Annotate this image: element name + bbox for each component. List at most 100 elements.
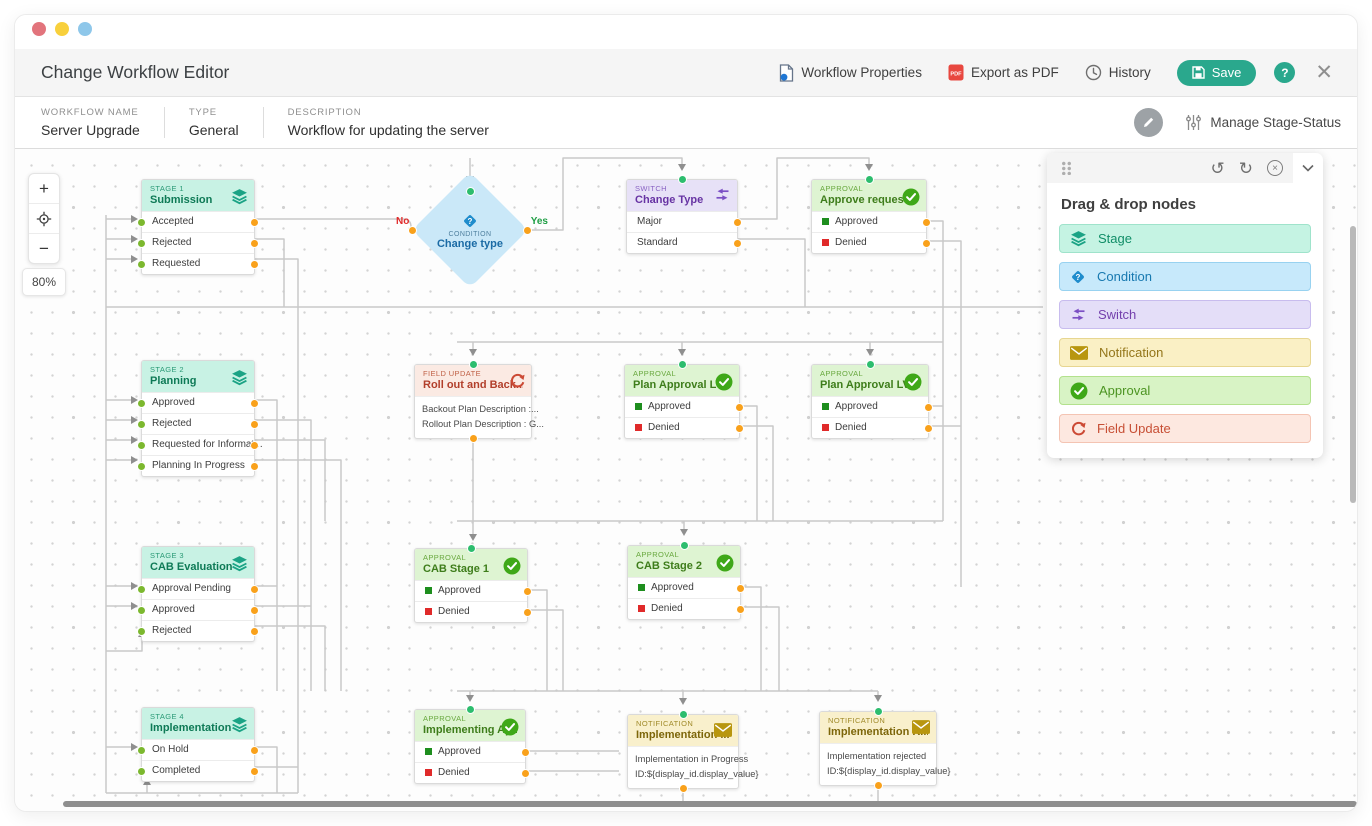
node-row[interactable]: Rejected	[137, 413, 259, 434]
connector-dot-in[interactable]	[465, 705, 475, 714]
connector-dot-in[interactable]	[137, 440, 146, 450]
drag-handle-icon[interactable]	[1061, 161, 1072, 175]
node-row[interactable]: Planning In Progress	[137, 455, 259, 476]
node-row[interactable]: Denied	[415, 601, 532, 622]
connector-dot-out[interactable]	[250, 238, 259, 248]
connector-dot-in[interactable]	[137, 398, 146, 408]
connector-dot-out[interactable]	[250, 440, 259, 450]
connector-dot-out[interactable]	[735, 423, 744, 433]
connector-dot-out[interactable]	[250, 605, 259, 615]
save-button[interactable]: Save	[1176, 59, 1257, 86]
palette-item-notification[interactable]: Notification	[1059, 338, 1311, 367]
manage-stage-status-button[interactable]: Manage Stage-Status	[1185, 114, 1341, 131]
node-row[interactable]: Requested	[137, 253, 259, 274]
connector-dot-out[interactable]	[922, 217, 931, 227]
node-row[interactable]: Denied	[415, 762, 530, 783]
connector-dot-in[interactable]	[465, 187, 475, 196]
node-row[interactable]: Approved	[812, 211, 931, 232]
vertical-scrollbar[interactable]	[1350, 226, 1356, 503]
redo-icon[interactable]: ↻	[1238, 158, 1253, 178]
connector-dot-out[interactable]	[736, 604, 745, 614]
node-row[interactable]: Completed	[137, 760, 259, 781]
node-row[interactable]: Approved	[812, 396, 933, 417]
connector-dot-out[interactable]	[521, 747, 530, 757]
palette-item-switch[interactable]: Switch	[1059, 300, 1311, 329]
connector-dot-out[interactable]	[468, 433, 478, 443]
help-button[interactable]: ?	[1274, 62, 1296, 83]
connector-dot-out[interactable]	[250, 584, 259, 594]
zoom-in-button[interactable]: +	[39, 178, 49, 198]
connector-dot-in[interactable]	[137, 626, 146, 636]
node-row[interactable]: Rejected	[137, 232, 259, 253]
connector-dot-out[interactable]	[922, 238, 931, 248]
undo-icon[interactable]: ↺	[1210, 158, 1225, 178]
connector-dot-in[interactable]	[137, 217, 146, 227]
connector-dot-out[interactable]	[678, 783, 688, 793]
cancel-icon[interactable]: ×	[1267, 160, 1283, 176]
connector-dot-out[interactable]	[523, 607, 532, 617]
node-row[interactable]: Denied	[812, 232, 931, 253]
node-row[interactable]: Denied	[628, 598, 745, 619]
connector-dot-in[interactable]	[677, 175, 687, 184]
connector-dot-out[interactable]	[521, 768, 530, 778]
node-row[interactable]: Approved	[625, 396, 744, 417]
connector-dot-out[interactable]	[924, 402, 933, 412]
node-row[interactable]: Rejected	[137, 620, 259, 641]
horizontal-scrollbar[interactable]	[63, 801, 1357, 807]
palette-item-stage[interactable]: Stage	[1059, 224, 1311, 253]
connector-dot-yes[interactable]	[523, 225, 532, 235]
connector-dot-out[interactable]	[924, 423, 933, 433]
connector-dot-out[interactable]	[250, 626, 259, 636]
collapse-chevron-icon[interactable]	[1293, 164, 1323, 172]
close-traffic-light[interactable]	[32, 22, 46, 36]
node-row[interactable]: Approval Pending	[137, 578, 259, 599]
connector-dot-out[interactable]	[250, 259, 259, 269]
history-button[interactable]: History	[1085, 64, 1151, 81]
connector-dot-out[interactable]	[735, 402, 744, 412]
connector-dot-no[interactable]	[408, 225, 417, 235]
connector-dot-in[interactable]	[865, 360, 875, 369]
connector-dot-in[interactable]	[137, 605, 146, 615]
minimize-traffic-light[interactable]	[55, 22, 69, 36]
connector-dot-out[interactable]	[523, 586, 532, 596]
connector-dot-in[interactable]	[466, 544, 476, 553]
node-row[interactable]: Major	[627, 211, 742, 232]
connector-dot-in[interactable]	[468, 360, 478, 369]
maximize-traffic-light[interactable]	[78, 22, 92, 36]
node-row[interactable]: Approved	[628, 577, 745, 598]
edit-workflow-button[interactable]	[1134, 108, 1164, 137]
connector-dot-in[interactable]	[137, 461, 146, 471]
connector-dot-in[interactable]	[679, 541, 689, 550]
node-row[interactable]: On Hold	[137, 739, 259, 760]
connector-dot-in[interactable]	[137, 419, 146, 429]
node-row[interactable]: Approved	[415, 741, 530, 762]
connector-dot-in[interactable]	[678, 710, 688, 719]
connector-dot-in[interactable]	[873, 707, 883, 716]
connector-dot-out[interactable]	[736, 583, 745, 593]
connector-dot-in[interactable]	[137, 584, 146, 594]
palette-item-condition[interactable]: ?Condition	[1059, 262, 1311, 291]
node-row[interactable]: Approved	[415, 580, 532, 601]
workflow-properties-button[interactable]: Workflow Properties	[779, 63, 922, 82]
connector-dot-in[interactable]	[137, 766, 146, 776]
palette-item-approval[interactable]: Approval	[1059, 376, 1311, 405]
node-row[interactable]: Approved	[137, 599, 259, 620]
connector-dot-out[interactable]	[250, 461, 259, 471]
connector-dot-out[interactable]	[873, 780, 883, 790]
connector-dot-out[interactable]	[250, 217, 259, 227]
connector-dot-out[interactable]	[733, 238, 742, 248]
